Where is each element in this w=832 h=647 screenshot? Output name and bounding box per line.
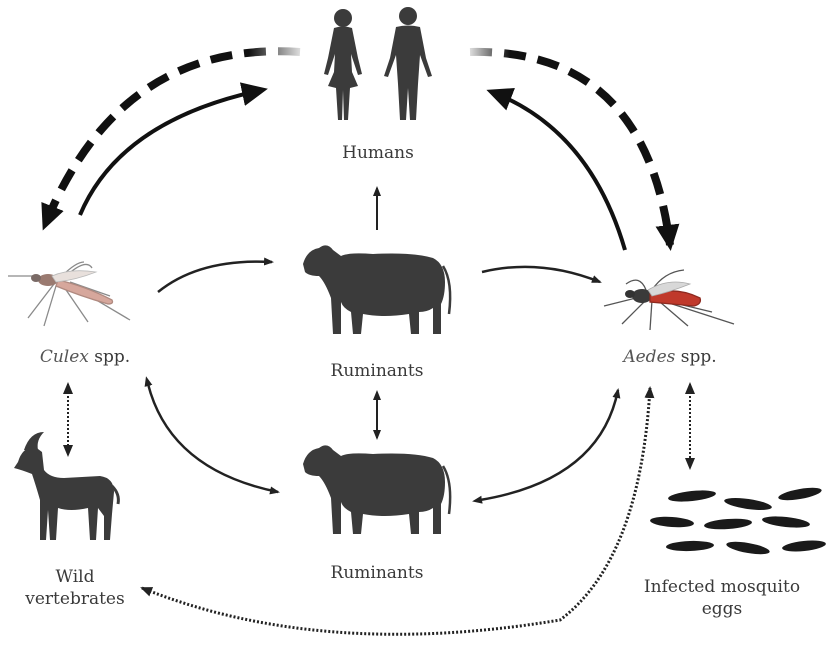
cow-icon-top (303, 245, 450, 334)
label-aedes-genus: Aedes (623, 347, 675, 367)
arrow-aedes-to-humans (492, 92, 625, 250)
label-infected-eggs: Infected mosquito eggs (632, 576, 812, 620)
mosquito-eggs-icon (650, 485, 827, 556)
antelope-icon (14, 432, 118, 540)
label-ruminants-top: Ruminants (322, 360, 432, 382)
arrow-culex-to-ruminants (158, 262, 272, 292)
label-wild-line2: vertebrates (20, 588, 130, 610)
arrow-ruminants-aedes-bidirectional (480, 390, 618, 500)
label-eggs-line2: eggs (632, 598, 812, 620)
aedes-mosquito-icon (604, 270, 734, 330)
dashed-arc-left (45, 51, 300, 225)
label-culex-suffix: spp. (89, 347, 130, 367)
human-couple-icon (324, 7, 432, 120)
label-eggs-line1: Infected mosquito (632, 576, 812, 598)
label-culex: Culex spp. (30, 346, 140, 368)
label-wild-line1: Wild (20, 566, 130, 588)
cow-icon-bottom (303, 445, 450, 534)
label-aedes: Aedes spp. (610, 346, 730, 368)
label-aedes-suffix: spp. (675, 347, 716, 367)
label-ruminants-bottom: Ruminants (322, 562, 432, 584)
label-culex-genus: Culex (40, 347, 89, 367)
label-humans: Humans (338, 142, 418, 164)
arrow-ruminants-to-aedes (482, 267, 600, 282)
culex-mosquito-icon (8, 262, 130, 326)
arrow-culex-ruminants-bidirectional (148, 384, 278, 492)
arrow-culex-to-humans (80, 90, 262, 215)
label-wild-vertebrates: Wild vertebrates (20, 566, 130, 610)
